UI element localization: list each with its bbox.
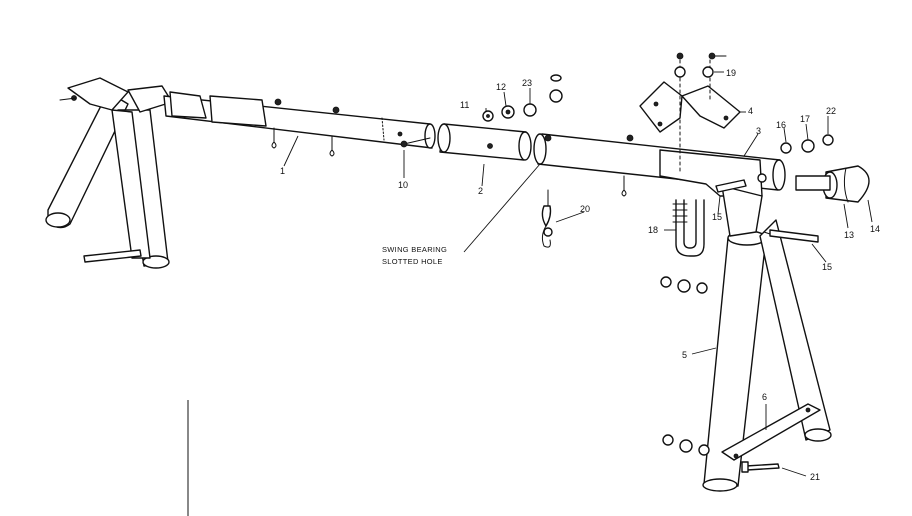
callout-20: 20 (580, 204, 590, 214)
callout-2: 2 (478, 186, 483, 196)
callout-labels: 1 10 2 11 12 23 3 4 19 16 17 22 13 14 15… (280, 68, 880, 482)
callout-17: 17 (800, 114, 810, 124)
callout-22: 22 (826, 106, 836, 116)
callout-3: 3 (756, 126, 761, 136)
callout-12: 12 (496, 82, 506, 92)
callout-14: 14 (870, 224, 880, 234)
callout-13: 13 (844, 230, 854, 240)
callout-11: 11 (460, 100, 469, 110)
callout-16: 16 (776, 120, 786, 130)
connector-sleeve-2 (437, 123, 532, 161)
hardware-nuts-washers (482, 52, 834, 456)
right-a-frame (702, 179, 832, 492)
left-a-frame (45, 77, 173, 269)
note-slotted-hole: SLOTTED HOLE (382, 257, 443, 266)
callout-10: 10 (398, 180, 408, 190)
callout-18: 18 (648, 225, 658, 235)
leader-lines (283, 71, 873, 477)
callout-19: 19 (726, 68, 736, 78)
callout-23: 23 (522, 78, 532, 88)
bracket-4 (639, 59, 741, 173)
callout-6: 6 (762, 392, 767, 402)
note-swing-bearing: SWING BEARING (382, 245, 447, 254)
callout-15-lower: 15 (822, 262, 832, 272)
end-cap (795, 165, 870, 203)
u-bolt-18 (672, 199, 705, 257)
swing-hanger-20 (541, 189, 553, 248)
callout-5: 5 (682, 350, 687, 360)
callout-15-upper: 15 (712, 212, 722, 222)
callout-1: 1 (280, 166, 285, 176)
callout-21: 21 (810, 472, 820, 482)
top-bar-section-3 (533, 133, 786, 197)
top-bar-section-1 (163, 91, 436, 157)
callout-4: 4 (748, 106, 753, 116)
